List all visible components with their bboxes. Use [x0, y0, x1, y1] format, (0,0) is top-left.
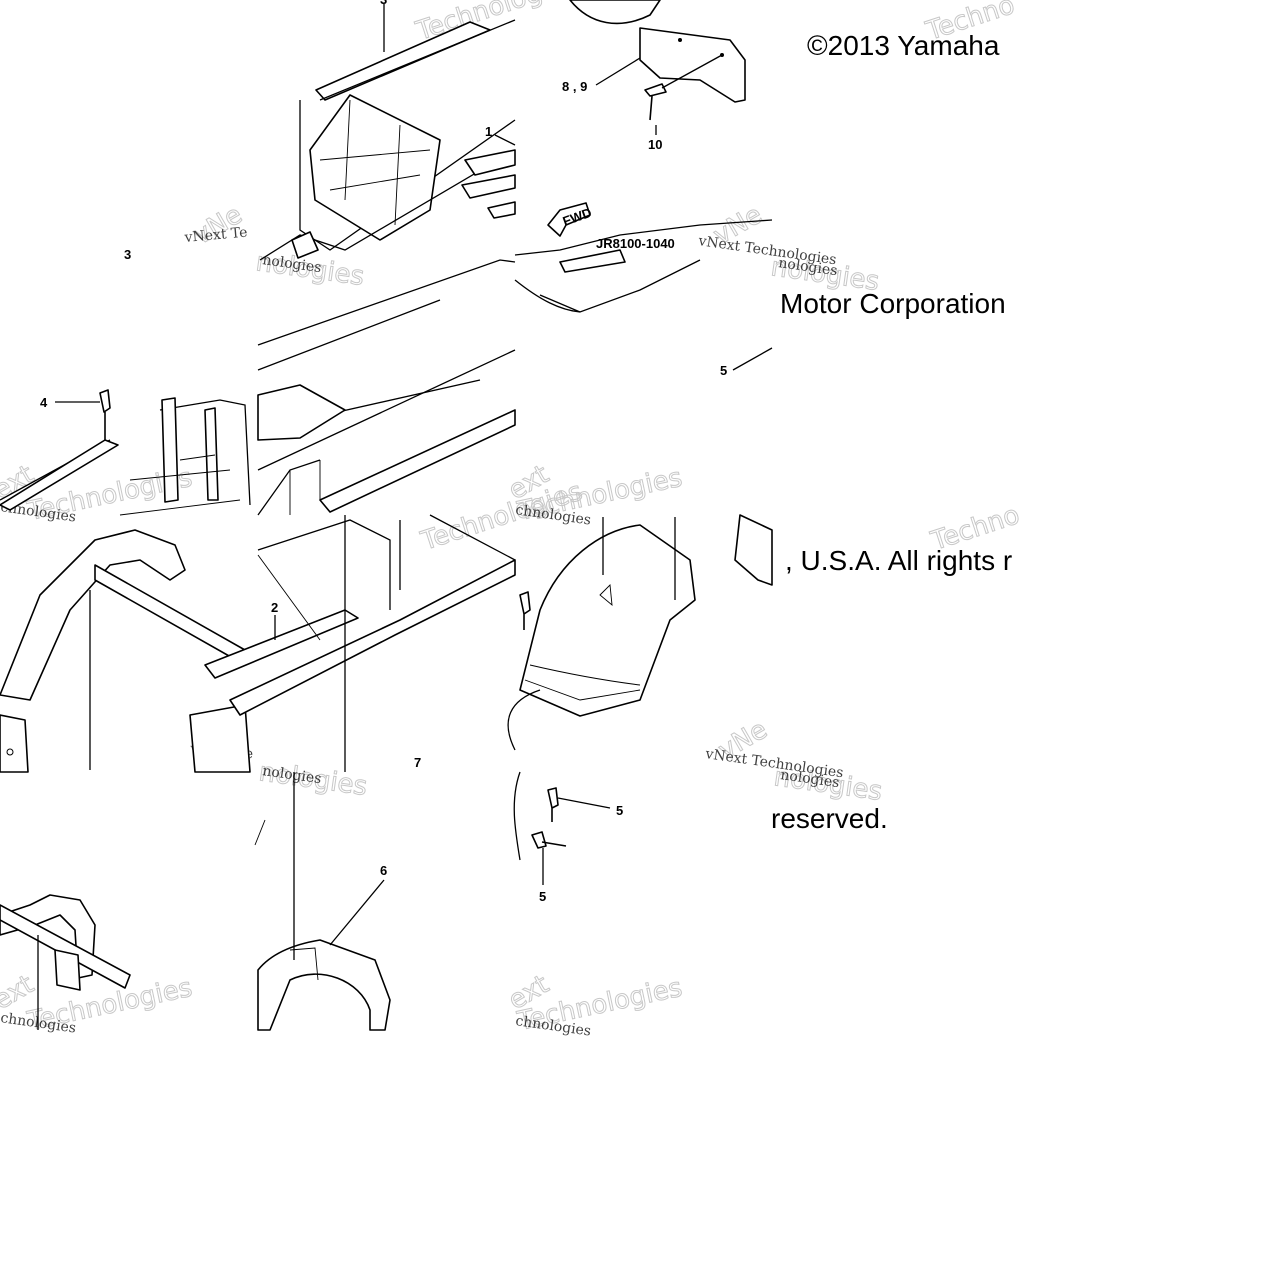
frame-upper-left [259, 4, 516, 261]
callout-3b: 3 [124, 247, 131, 262]
copyright-notice: ©2013 Yamaha Motor Corporation , U.S.A. … [771, 30, 1012, 834]
fender-6-tile [254, 772, 391, 1031]
fwd-arrow [547, 202, 591, 237]
fender-tile [507, 517, 696, 751]
copyright-line-4: reserved. [771, 803, 888, 834]
callout-2: 2 [271, 600, 278, 615]
plate-part-1c [487, 201, 516, 219]
callout-1: 1 [485, 124, 492, 139]
roll-cage-tile [0, 529, 359, 773]
copyright-line-2: Motor Corporation [780, 288, 1006, 319]
plate-lower [559, 249, 626, 273]
pipe-upper [569, 0, 661, 25]
rail-part-3 [315, 21, 491, 101]
callout-5c: 5 [539, 889, 546, 904]
callout-5a: 5 [720, 363, 727, 378]
rivet-part-5b [547, 787, 559, 822]
cover-plate [257, 384, 346, 441]
roll-bar [0, 529, 186, 701]
fender-part-6-upper [519, 524, 696, 717]
watermark-small-1: vNext Te [183, 225, 248, 247]
copyright-line-1: ©2013 Yamaha [807, 30, 1000, 61]
callout-7: 7 [414, 755, 421, 770]
cage-left-tile [0, 389, 251, 516]
mudguard-bracket-tile: FWD [514, 0, 773, 313]
roll-bar-lower-tile [0, 894, 131, 1030]
fender-fragment [734, 514, 773, 586]
callout-4: 4 [40, 395, 48, 410]
bracket-lower [291, 231, 319, 259]
fender-part-6 [257, 939, 391, 1031]
rivet-part-4 [99, 389, 111, 440]
deck-tile [257, 259, 516, 516]
callout-5b: 5 [616, 803, 623, 818]
screw-part-10 [644, 83, 667, 121]
callout-6: 6 [380, 863, 387, 878]
plate-part-2 [204, 609, 359, 679]
rail-part-4 [0, 439, 119, 511]
callout-8-9: 8 , 9 [562, 79, 587, 94]
side-panel [0, 704, 251, 773]
plate-part-1a [464, 149, 516, 176]
mudflap-bracket [639, 27, 746, 103]
rivet-part-5a [519, 591, 531, 630]
rivet-part-5c [531, 831, 567, 849]
crossbar-lower [0, 904, 131, 989]
callout-10: 10 [648, 137, 662, 152]
rail-part-7 [319, 409, 516, 513]
bed-rail [229, 559, 516, 716]
cage-frame-left [161, 397, 219, 503]
copyright-line-3: , U.S.A. All rights r [785, 545, 1012, 576]
callout-3a: 3 [380, 0, 387, 7]
callout-labels: 3 8 , 9 10 1 3 5 4 2 7 5 5 6 [40, 0, 773, 904]
drawing-code: JR8100-1040 [596, 236, 675, 251]
rivets-tile [513, 771, 611, 885]
watermark-small-layer: vNext Te vNext Technologies nologies nol… [0, 225, 844, 1040]
plate-part-1b [461, 174, 516, 199]
bed-side-tile [229, 514, 516, 772]
plate-lower-left [54, 949, 81, 991]
seat-frame [309, 94, 441, 241]
